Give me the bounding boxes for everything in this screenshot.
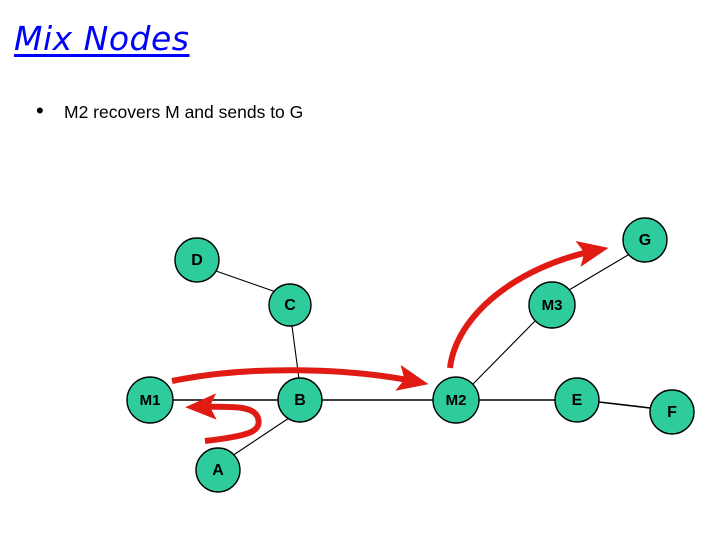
node-label-m1: M1: [140, 392, 161, 409]
node-circle-a[interactable]: [195, 447, 241, 493]
edge-e-f: [598, 401, 651, 409]
node-label-c: C: [284, 297, 296, 314]
node-a[interactable]: A: [195, 447, 241, 493]
node-m1[interactable]: M1: [126, 376, 174, 424]
edge-m2-m3: [471, 320, 536, 386]
node-circle-g[interactable]: [622, 217, 668, 263]
bullet-marker-icon: •: [36, 98, 44, 123]
node-c[interactable]: C: [268, 283, 312, 327]
node-circle-b[interactable]: [277, 377, 323, 423]
arrow-m2-to-g: [447, 240, 609, 369]
node-label-a: A: [212, 462, 224, 479]
chain-edges-layer: [173, 399, 651, 409]
bullet-item-label: M2 recovers M and sends to G: [64, 102, 304, 122]
edge-d-c: [215, 270, 277, 293]
node-e[interactable]: E: [554, 377, 600, 423]
node-circle-f[interactable]: [649, 389, 695, 435]
edge-m3-g: [568, 254, 629, 291]
node-m2[interactable]: M2: [432, 376, 480, 424]
node-circle-m1[interactable]: [126, 376, 174, 424]
node-circle-c[interactable]: [268, 283, 312, 327]
arrow-a-to-m1: [185, 393, 262, 444]
node-circle-d[interactable]: [174, 237, 220, 283]
node-b[interactable]: B: [277, 377, 323, 423]
bullet-item: • M2 recovers M and sends to G: [36, 100, 303, 122]
node-circle-e[interactable]: [554, 377, 600, 423]
node-label-d: D: [191, 252, 203, 269]
thin-edges-layer: [215, 254, 629, 457]
node-d[interactable]: D: [174, 237, 220, 283]
node-label-g: G: [639, 232, 651, 249]
arrow-m1-to-m2: [171, 364, 429, 391]
red-arrows-layer: [171, 240, 609, 444]
node-label-b: B: [294, 392, 306, 409]
node-label-f: F: [667, 404, 677, 421]
node-g[interactable]: G: [622, 217, 668, 263]
edge-a-b: [231, 417, 290, 457]
node-label-e: E: [572, 392, 583, 409]
node-m3[interactable]: M3: [528, 281, 576, 329]
node-f[interactable]: F: [649, 389, 695, 435]
node-label-m2: M2: [446, 392, 467, 409]
node-circle-m2[interactable]: [432, 376, 480, 424]
node-label-m3: M3: [542, 297, 563, 314]
node-circle-m3[interactable]: [528, 281, 576, 329]
page-title: Mix Nodes: [14, 19, 190, 58]
